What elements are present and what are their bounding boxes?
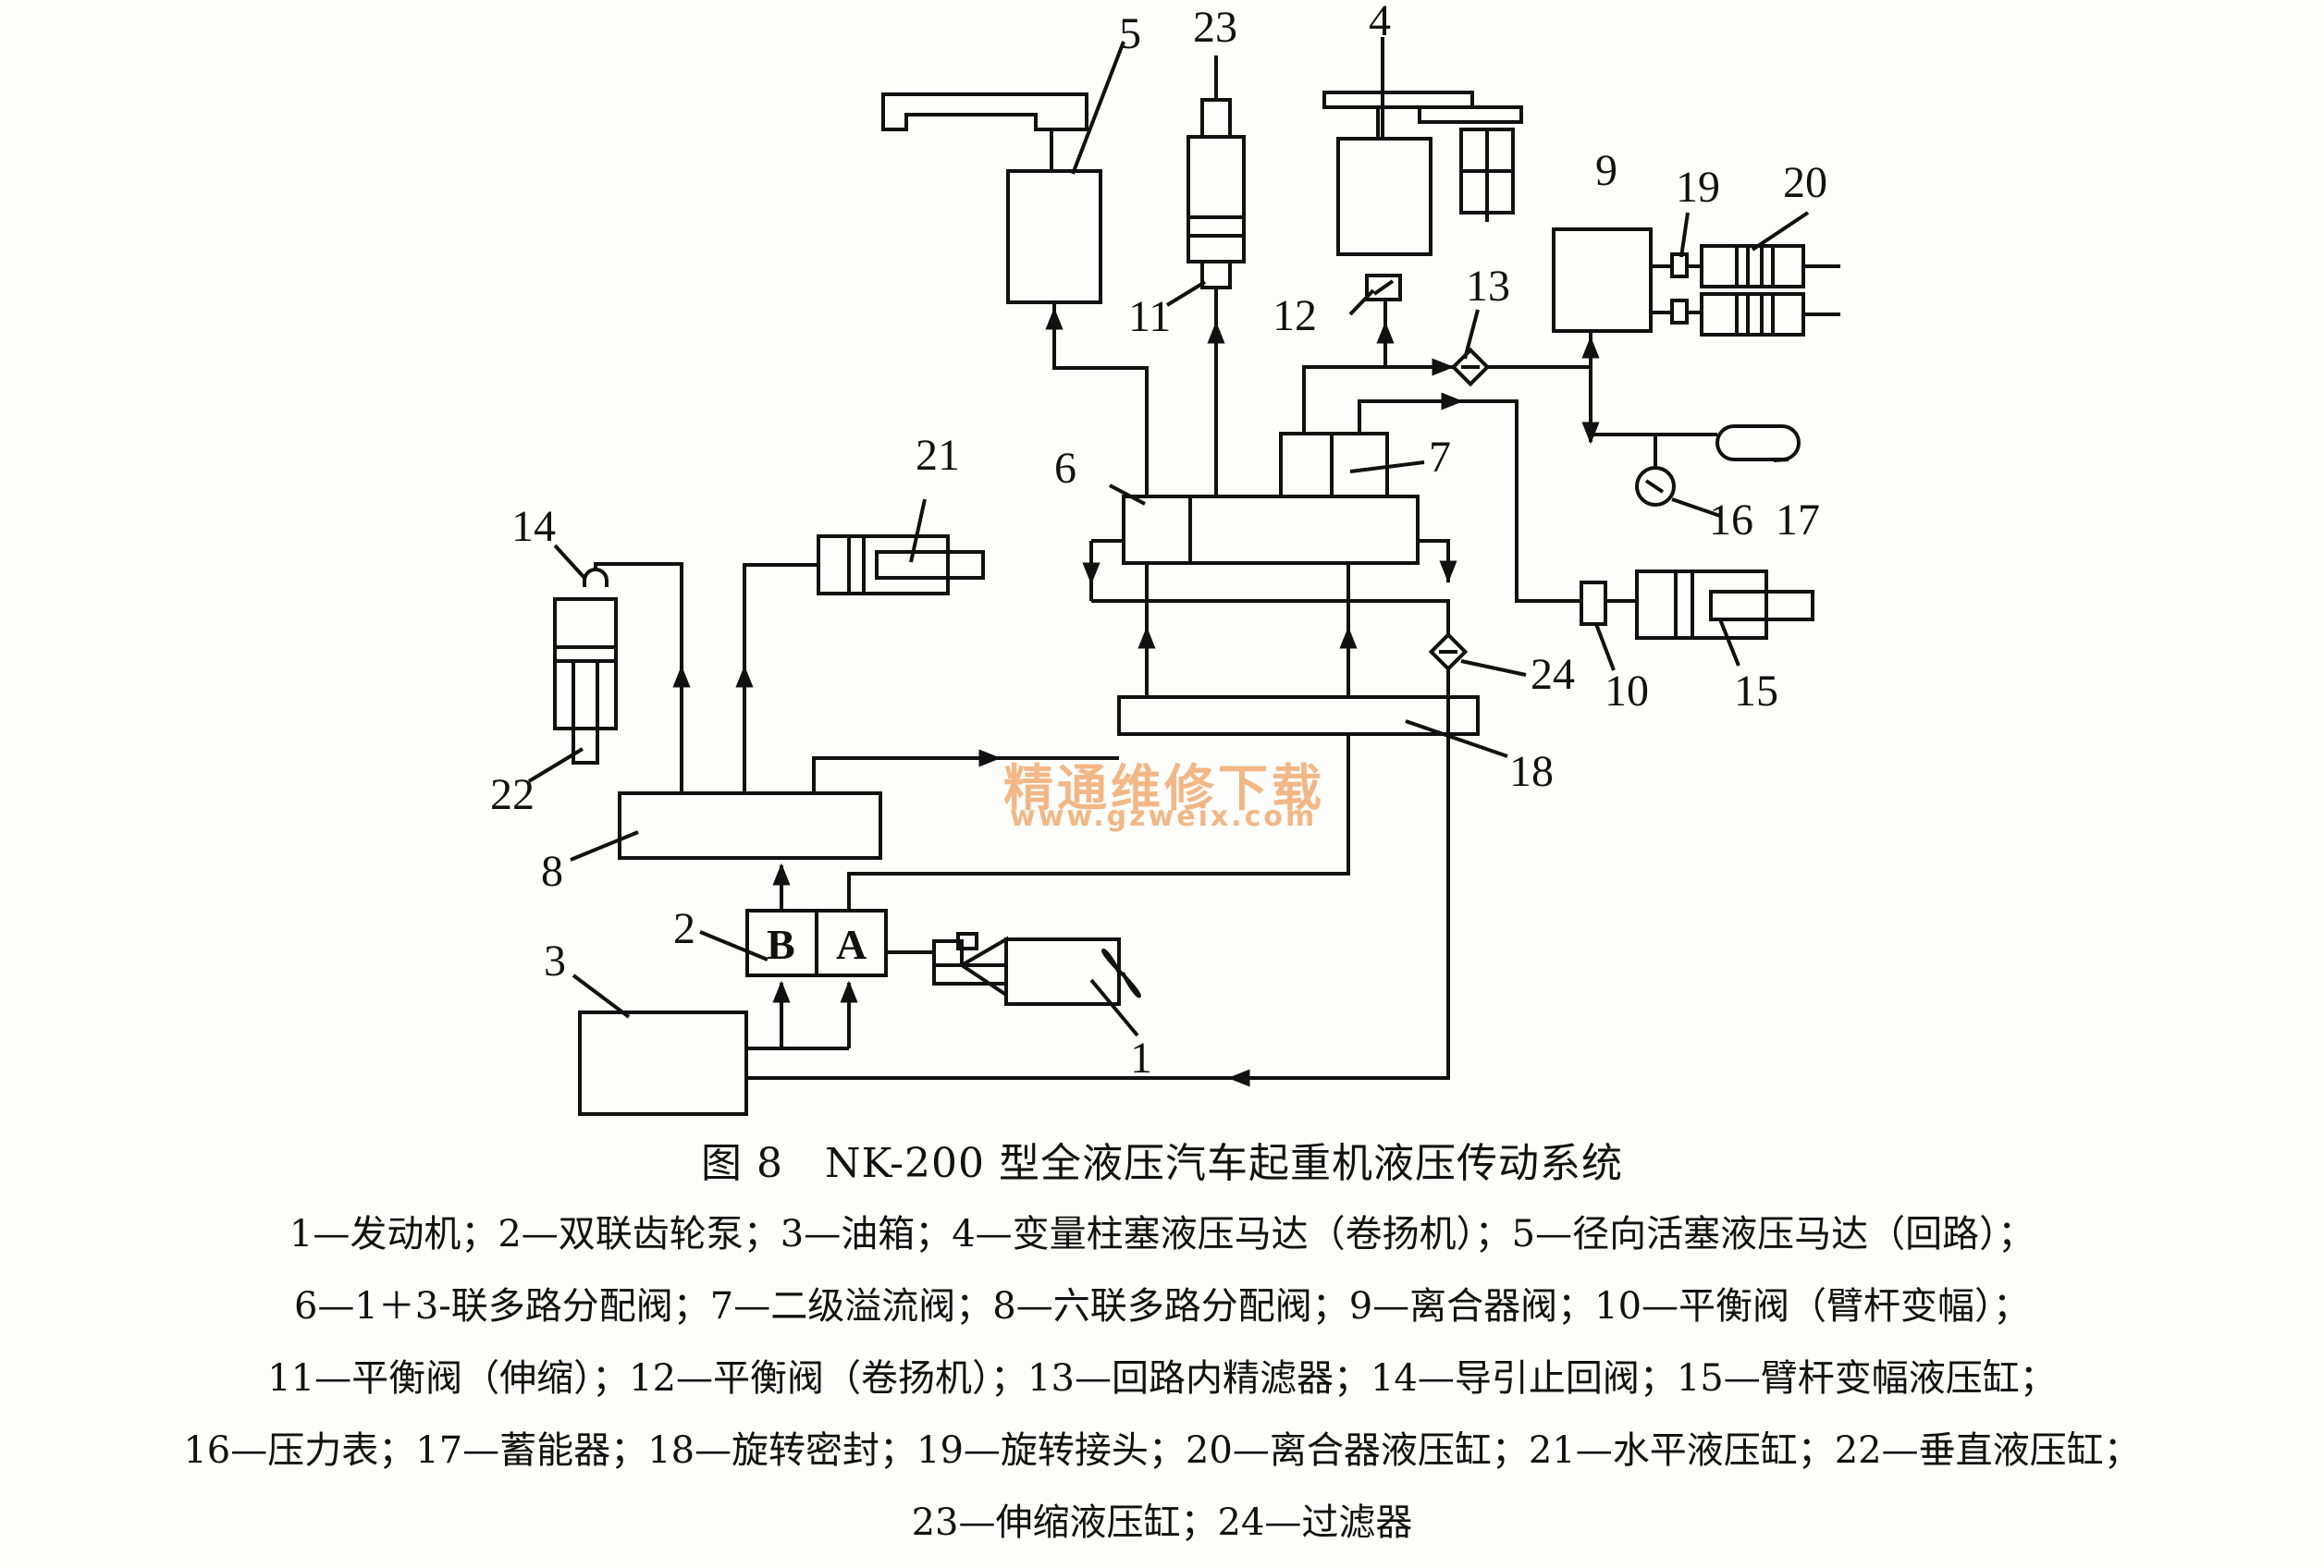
boom-luffing-cylinder-15	[1580, 570, 1814, 640]
figure-title: 图 8 NK-200 型全液压汽车起重机液压传动系统	[701, 1140, 1623, 1187]
six-way-valve-8	[618, 791, 882, 860]
label-12: 12	[1273, 291, 1317, 340]
legend-line-2: 6—1＋3-联多路分配阀；7—二级溢流阀；8—六联多路分配阀；9—离合器阀；10…	[293, 1285, 2031, 1328]
fan-icon	[1101, 949, 1141, 998]
telescopic-cylinder-23	[1187, 98, 1246, 289]
label-2: 2	[673, 904, 695, 953]
label-19: 19	[1676, 163, 1720, 212]
label-6: 6	[1054, 444, 1076, 493]
pipe-lines	[594, 264, 1717, 1087]
label-8: 8	[541, 847, 563, 896]
legend-line-5: 23—伸缩液压缸；24—过滤器	[911, 1501, 1413, 1544]
label-23: 23	[1193, 3, 1237, 52]
label-16: 16	[1709, 496, 1753, 545]
pump-b-label: B	[767, 921, 795, 968]
label-21: 21	[916, 431, 960, 480]
rotary-seal-18	[1117, 695, 1480, 736]
label-13: 13	[1466, 262, 1510, 311]
engine-1	[886, 932, 1141, 1006]
watermark-text: 精通维修下载	[1003, 759, 1325, 817]
label-11: 11	[1128, 292, 1171, 341]
balance-valve-11	[1200, 260, 1232, 289]
radial-piston-motor-5	[881, 92, 1102, 304]
pilot-check-valve-14	[583, 568, 609, 587]
label-7: 7	[1429, 433, 1451, 482]
label-20: 20	[1783, 158, 1827, 207]
clutch-cylinders-20	[1700, 244, 1840, 337]
rotary-joints-19	[1670, 252, 1689, 325]
pressure-gauge-16	[1635, 466, 1676, 507]
label-1: 1	[1130, 1034, 1152, 1083]
legend-line-1: 1—发动机；2—双联齿轮泵；3—油箱；4—变量柱塞液压马达（卷扬机）；5—径向活…	[289, 1213, 2035, 1256]
label-22: 22	[490, 770, 535, 819]
clutch-valve-9	[1552, 227, 1653, 333]
label-24: 24	[1531, 650, 1575, 699]
label-15: 15	[1734, 667, 1778, 716]
label-10: 10	[1605, 667, 1649, 716]
balance-valve-10	[1580, 581, 1607, 626]
accumulator-17	[1715, 424, 1801, 461]
multi-valve-6	[1122, 495, 1420, 565]
leader-lines	[527, 37, 1810, 1037]
relief-valve-7	[1279, 432, 1389, 498]
fine-filter-13	[1450, 347, 1491, 387]
label-18: 18	[1509, 747, 1554, 796]
legend-line-3: 11—平衡阀（伸缩）；12—平衡阀（卷扬机）；13—回路内精滤器；14—导引止回…	[267, 1357, 2057, 1400]
label-4: 4	[1369, 0, 1391, 45]
label-5: 5	[1119, 9, 1141, 58]
legend-line-4: 16—压力表；17—蓄能器；18—旋转密封；19—旋转接头；20—离合器液压缸；…	[183, 1429, 2141, 1472]
label-17: 17	[1776, 496, 1820, 545]
label-3: 3	[544, 937, 566, 986]
oil-tank-3	[578, 1011, 748, 1116]
filter-24	[1428, 631, 1469, 672]
watermark-url: www.gzweix.com	[1010, 801, 1318, 833]
horizontal-cylinder-21	[817, 534, 985, 595]
pump-a-label: A	[836, 921, 867, 968]
vertical-cylinder-22	[553, 568, 618, 765]
double-gear-pump-2: B A	[745, 909, 888, 977]
label-14: 14	[511, 502, 556, 551]
label-9: 9	[1595, 146, 1617, 195]
